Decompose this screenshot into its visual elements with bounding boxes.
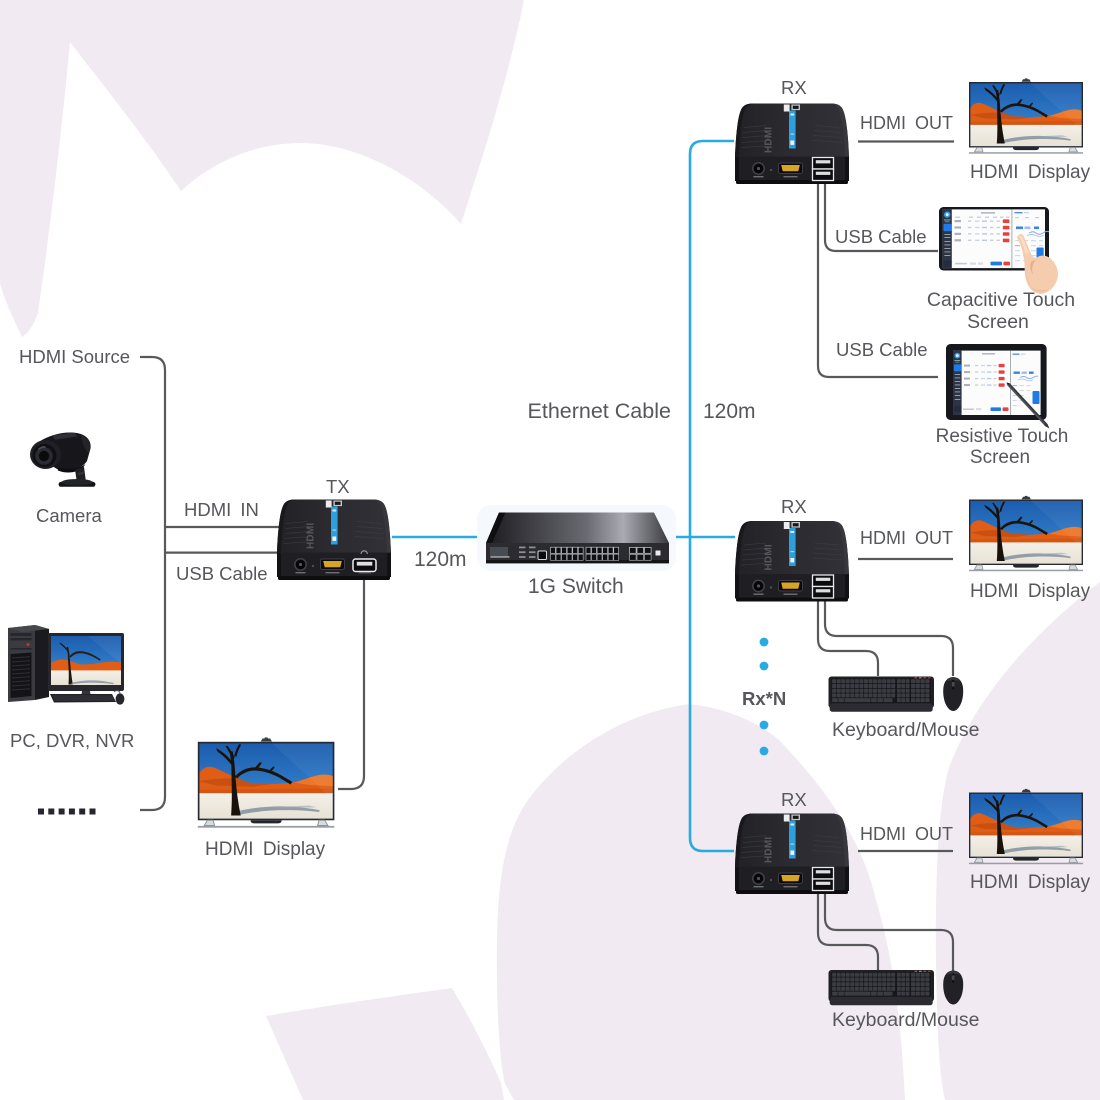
svg-text:HDMI Source: HDMI Source <box>19 346 130 367</box>
svg-text:HDMI Display: HDMI Display <box>970 581 1091 602</box>
svg-text:120m: 120m <box>703 400 756 423</box>
svg-text:HDMI Display: HDMI Display <box>970 162 1091 183</box>
svg-text:HDMI Display: HDMI Display <box>205 839 326 860</box>
svg-text:Camera: Camera <box>36 505 103 526</box>
svg-text:120m: 120m <box>414 548 467 571</box>
svg-text:USB Cable: USB Cable <box>835 226 927 247</box>
svg-text:TX: TX <box>326 476 350 497</box>
svg-text:PC, DVR, NVR: PC, DVR, NVR <box>10 730 134 751</box>
svg-text:RX: RX <box>781 77 807 98</box>
svg-text:HDMI Display: HDMI Display <box>970 872 1091 893</box>
svg-text:RX: RX <box>781 789 807 810</box>
svg-text:Keyboard/Mouse: Keyboard/Mouse <box>832 1009 979 1031</box>
svg-text:Ethernet Cable: Ethernet Cable <box>528 399 671 423</box>
svg-text:HDMI OUT: HDMI OUT <box>860 824 953 844</box>
svg-text:HDMI OUT: HDMI OUT <box>860 113 953 133</box>
svg-text:USB Cable: USB Cable <box>836 339 928 360</box>
svg-text:Keyboard/Mouse: Keyboard/Mouse <box>832 719 979 741</box>
svg-text:Resistive Touch: Resistive Touch <box>936 426 1069 447</box>
svg-text:HDMI IN: HDMI IN <box>184 499 259 520</box>
svg-text:Rx*N: Rx*N <box>742 688 786 709</box>
svg-text:Screen: Screen <box>967 311 1029 333</box>
svg-text:HDMI OUT: HDMI OUT <box>860 528 953 548</box>
svg-text:Screen: Screen <box>970 447 1030 468</box>
svg-text:Capacitive Touch: Capacitive Touch <box>927 289 1075 311</box>
svg-text:RX: RX <box>781 496 807 517</box>
svg-text:USB Cable: USB Cable <box>176 563 268 584</box>
svg-text:1G Switch: 1G Switch <box>528 575 624 598</box>
